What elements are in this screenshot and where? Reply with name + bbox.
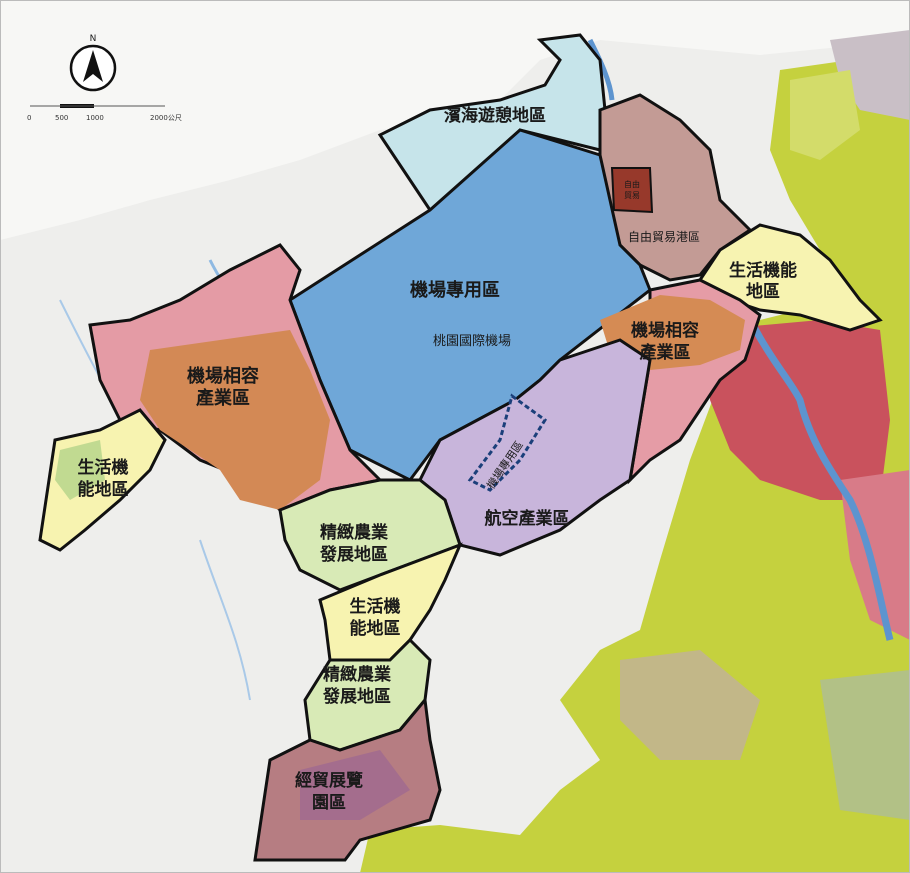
label-compatible-east-1: 機場相容 (631, 320, 699, 341)
label-agri-dev-1-2: 發展地區 (319, 544, 388, 565)
label-compatible-west-1: 機場相容 (187, 365, 259, 387)
dev-patches-southeast (820, 670, 910, 820)
label-trade-expo-1: 經貿展覽 (295, 770, 363, 791)
farmland-patch-ne (790, 70, 860, 160)
scale-tick-500: 500 (55, 114, 68, 122)
scale-tick-1000: 1000 (86, 114, 104, 122)
label-trade-expo-2: 園區 (312, 793, 346, 813)
dev-patches-south (620, 650, 760, 760)
farmland-east (360, 40, 910, 873)
label-agri-dev-1-1: 精緻農業 (320, 522, 388, 543)
label-agri-dev-2-2: 發展地區 (322, 686, 391, 707)
zone-free-trade-core (610, 167, 654, 214)
label-living-center-2: 能地區 (350, 618, 401, 639)
label-airport-exclusive: 機場專用區 (410, 279, 500, 301)
zone-airport-exclusive-small (467, 393, 548, 492)
scale-tick-2000: 2000公尺 (150, 114, 182, 122)
zone-living-function-west-green (55, 440, 105, 500)
zone-living-function-center (318, 542, 463, 667)
label-free-trade-port: 自由貿易港區 (628, 230, 700, 244)
label-living-ne-1: 生活機能 (729, 260, 797, 281)
label-free-trade-inner-1: 自由 (624, 179, 640, 189)
scale-tick-0: 0 (27, 114, 31, 122)
north-arrow-icon (83, 50, 103, 82)
label-living-west-2: 能地區 (78, 479, 129, 500)
gray-zone-ne (830, 30, 910, 120)
label-living-west-1: 生活機 (78, 457, 129, 478)
scale-bar: 0 500 1000 2000公尺 (27, 104, 182, 122)
label-compatible-west-2: 產業區 (196, 387, 250, 409)
zone-trade-expo (253, 696, 442, 862)
label-living-ne-2: 地區 (746, 281, 780, 302)
north-arrow: N (69, 34, 117, 92)
label-taoyuan-airport: 桃園國際機場 (433, 334, 511, 349)
label-compatible-east-2: 產業區 (640, 342, 691, 363)
river-north (587, 38, 615, 101)
creek-southwest (199, 539, 251, 701)
north-label: N (90, 34, 97, 44)
river-east (741, 308, 894, 641)
label-free-trade-inner-2: 貿易 (624, 190, 640, 200)
zone-compatible-west (140, 330, 330, 510)
label-living-center-1: 生活機 (350, 596, 401, 617)
label-agri-dev-2-1: 精緻農業 (323, 664, 391, 685)
label-coastal-recreation: 濱海遊憩地區 (444, 105, 546, 126)
label-aviation-industry: 航空產業區 (485, 508, 570, 529)
trade-expo-purple-blocks (300, 750, 410, 820)
